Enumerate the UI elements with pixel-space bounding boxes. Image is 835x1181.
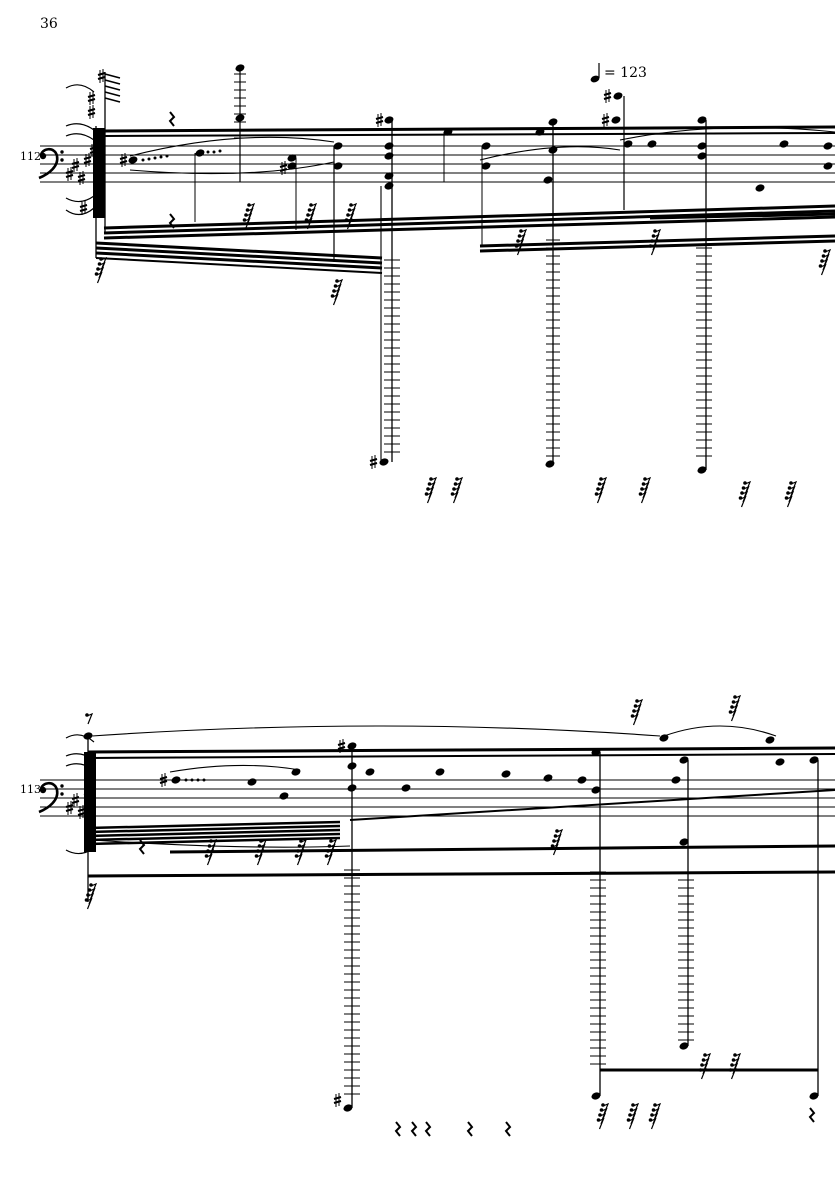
rests xyxy=(85,695,815,1137)
system-2 xyxy=(37,695,835,1137)
measure-number-113: 113 xyxy=(20,783,41,796)
tempo-marking: = 123 xyxy=(590,62,647,84)
staff-lines xyxy=(40,145,835,183)
quarter-note-icon xyxy=(590,63,600,83)
beams xyxy=(95,125,835,274)
notes xyxy=(159,733,820,1113)
page-number: 36 xyxy=(40,16,58,32)
slurs xyxy=(91,725,777,848)
rests xyxy=(95,111,830,507)
opening-chord xyxy=(79,68,121,258)
tempo-value: = 123 xyxy=(604,65,647,81)
notes xyxy=(119,63,834,475)
measure-number-112: 112 xyxy=(20,150,41,163)
system-1 xyxy=(37,63,835,507)
beams xyxy=(87,746,835,1072)
opening-slurs xyxy=(65,84,95,216)
